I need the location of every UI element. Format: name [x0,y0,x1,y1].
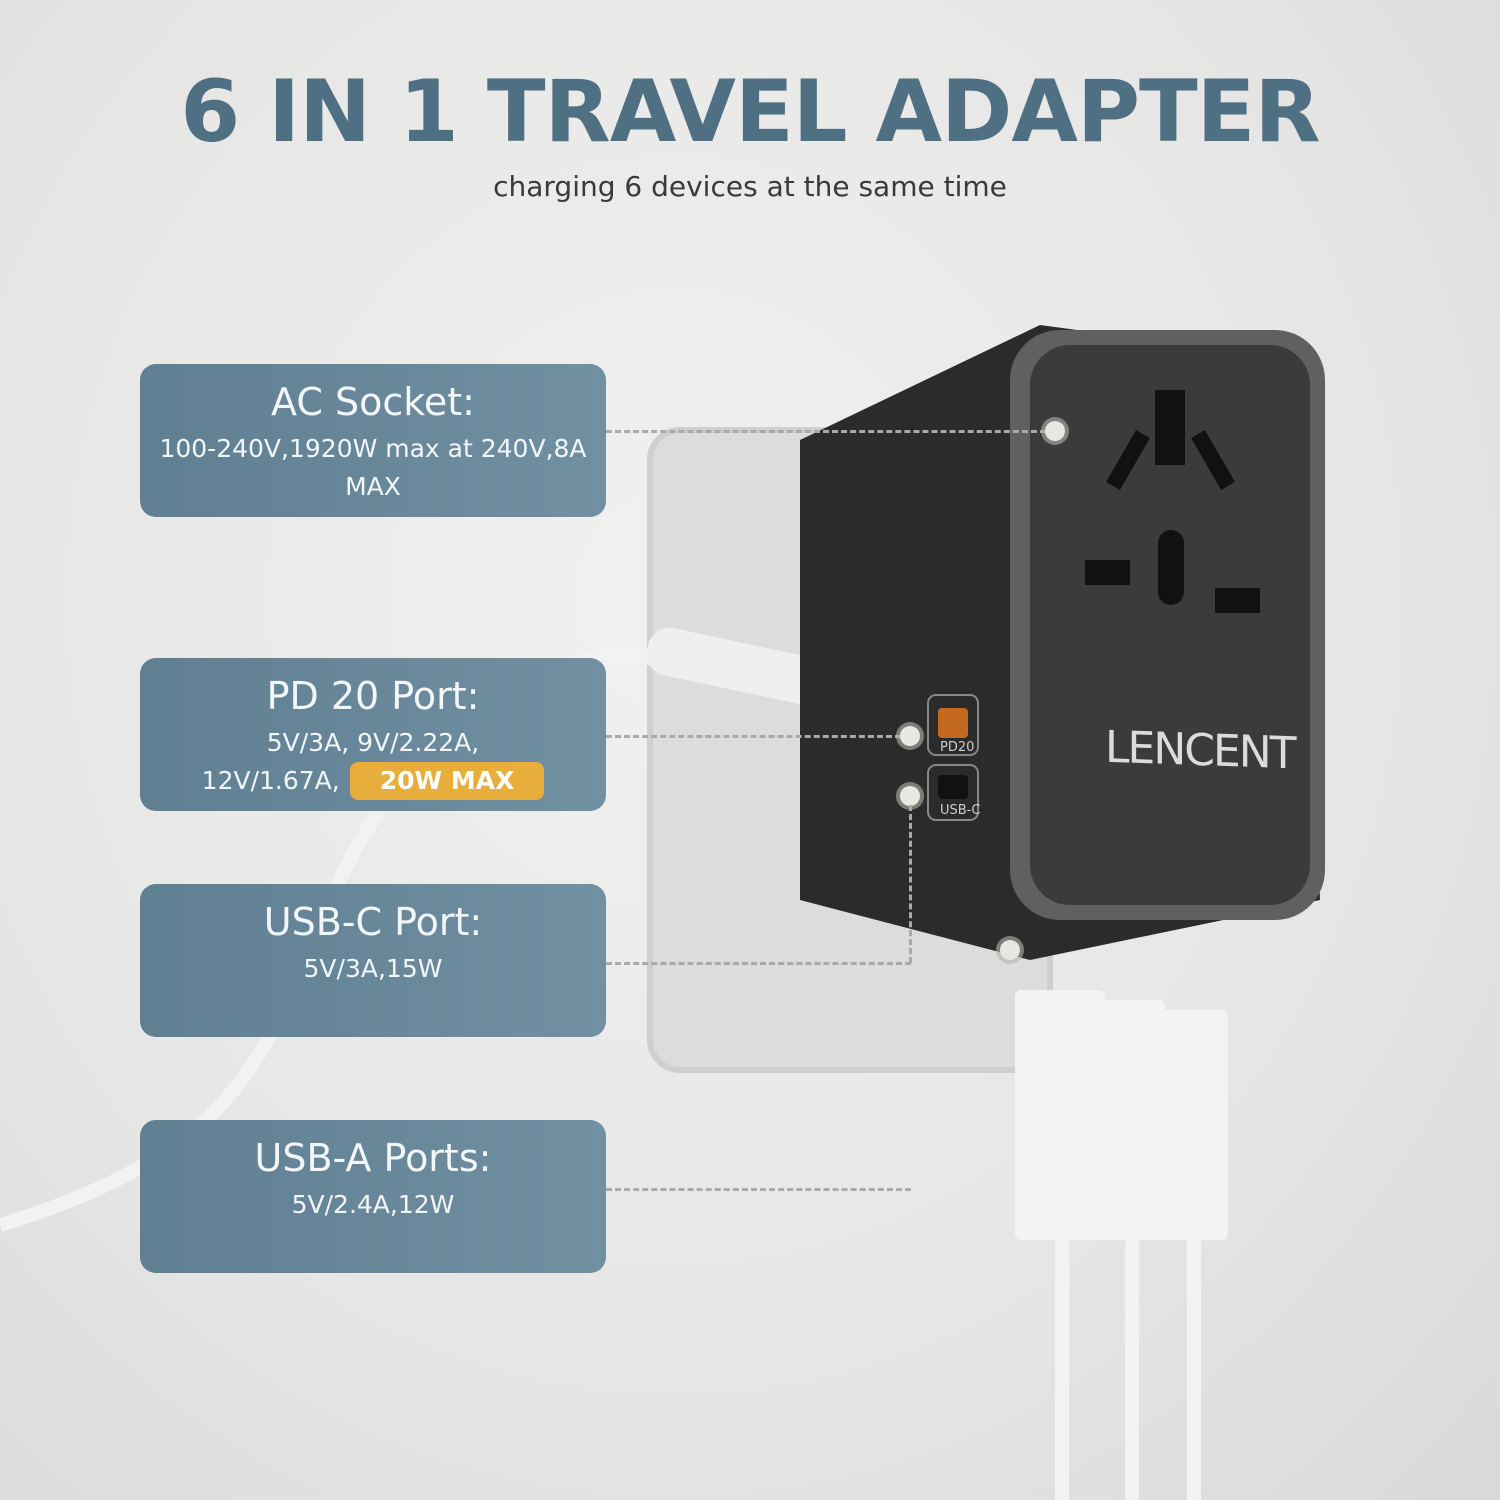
pd20-port-label: PD20 [940,740,975,755]
feature-detail: 5V/2.4A,12W [291,1190,455,1219]
brand-logo: LENCENT [1105,721,1295,780]
page-subtitle: charging 6 devices at the same time [493,170,1007,203]
feature-title: AC Socket: [271,380,475,424]
usb-a-cables [1015,990,1228,1500]
feature-title: USB-A Ports: [254,1136,492,1180]
adapter-face [1030,345,1310,905]
feature-detail: 100-240V,1920W max at 240V,8A [159,434,587,463]
ac-callout-dot [1045,421,1065,441]
page-title: 6 IN 1 TRAVEL ADAPTER [180,62,1320,162]
feature-card-usb-a: USB-A Ports: 5V/2.4A,12W [140,1120,606,1273]
feature-card-pd20: PD 20 Port: 5V/3A, 9V/2.22A, 12V/1.67A, 2… [140,658,606,811]
usba-callout-dot [1000,940,1020,960]
feature-detail: 5V/3A, 9V/2.22A, [266,728,480,757]
usba-callout-line [606,1188,911,1191]
feature-card-ac-socket: AC Socket: 100-240V,1920W max at 240V,8A… [140,364,606,517]
feature-detail: MAX [345,472,401,501]
feature-title: USB-C Port: [263,900,483,944]
feature-title: PD 20 Port: [266,674,480,718]
max-power-badge: 20W MAX [349,762,545,800]
ac-callout-line [606,430,1046,433]
usbc-callout-dot [900,786,920,806]
feature-detail: 12V/1.67A, [201,766,340,795]
pd-callout-line [606,735,901,738]
feature-detail: 5V/3A,15W [303,954,443,983]
usb-c-port-label: USB-C [940,803,981,818]
feature-card-usb-c: USB-C Port: 5V/3A,15W [140,884,606,1037]
usbc-callout-line [606,962,911,965]
pd-callout-dot [900,726,920,746]
